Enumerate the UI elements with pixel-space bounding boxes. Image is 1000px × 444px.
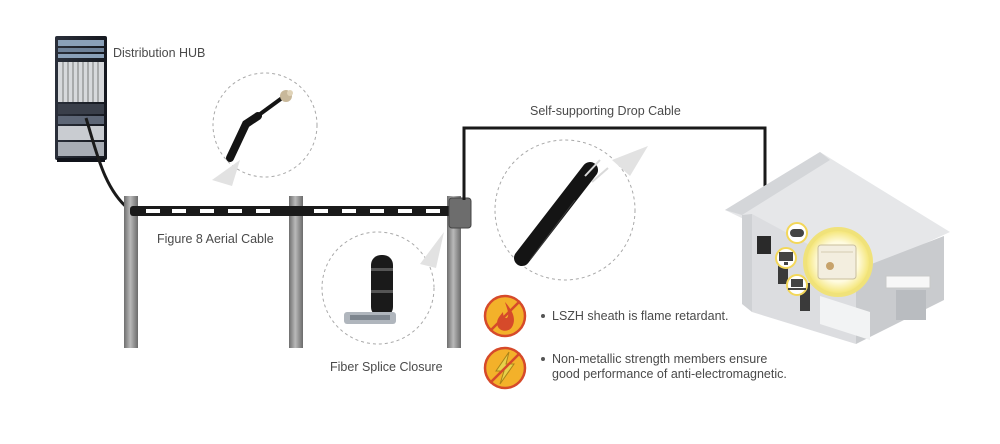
gamepad-icon xyxy=(786,222,808,244)
monitor-icon xyxy=(775,247,797,269)
feature-flame-retardant: LSZH sheath is flame retardant. xyxy=(541,309,728,324)
pole-middle xyxy=(289,196,303,348)
bullet-dot xyxy=(541,313,545,318)
feature-anti-electromagnetic: Non-metallic strength members ensure goo… xyxy=(541,352,787,382)
hub-feed-cable xyxy=(84,117,131,212)
figure8-detail-callout xyxy=(212,72,318,186)
bullet-dot xyxy=(541,356,545,361)
feature-text-line1: Non-metallic strength members ensure xyxy=(552,352,768,366)
distribution-hub-label: Distribution HUB xyxy=(113,46,206,60)
router-glow xyxy=(803,227,873,297)
lightning-icon xyxy=(483,346,527,390)
feature-text-line2: good performance of anti-electromagnetic… xyxy=(552,367,787,381)
splice-closure-detail-callout xyxy=(321,231,444,345)
figure8-cable-label: Figure 8 Aerial Cable xyxy=(157,232,274,246)
pole-left xyxy=(124,196,138,348)
splice-closure-box xyxy=(448,197,472,229)
distribution-hub-rack xyxy=(55,36,107,162)
drop-cable-detail-callout xyxy=(494,139,648,281)
house xyxy=(725,152,950,344)
drop-cable-label: Self-supporting Drop Cable xyxy=(530,104,681,118)
feature-text: LSZH sheath is flame retardant. xyxy=(552,309,729,323)
pole-right xyxy=(447,196,461,348)
flame-icon xyxy=(483,294,527,338)
laptop-icon xyxy=(786,274,808,296)
splice-closure-label: Fiber Splice Closure xyxy=(330,360,443,374)
figure8-aerial-cable xyxy=(130,206,458,216)
